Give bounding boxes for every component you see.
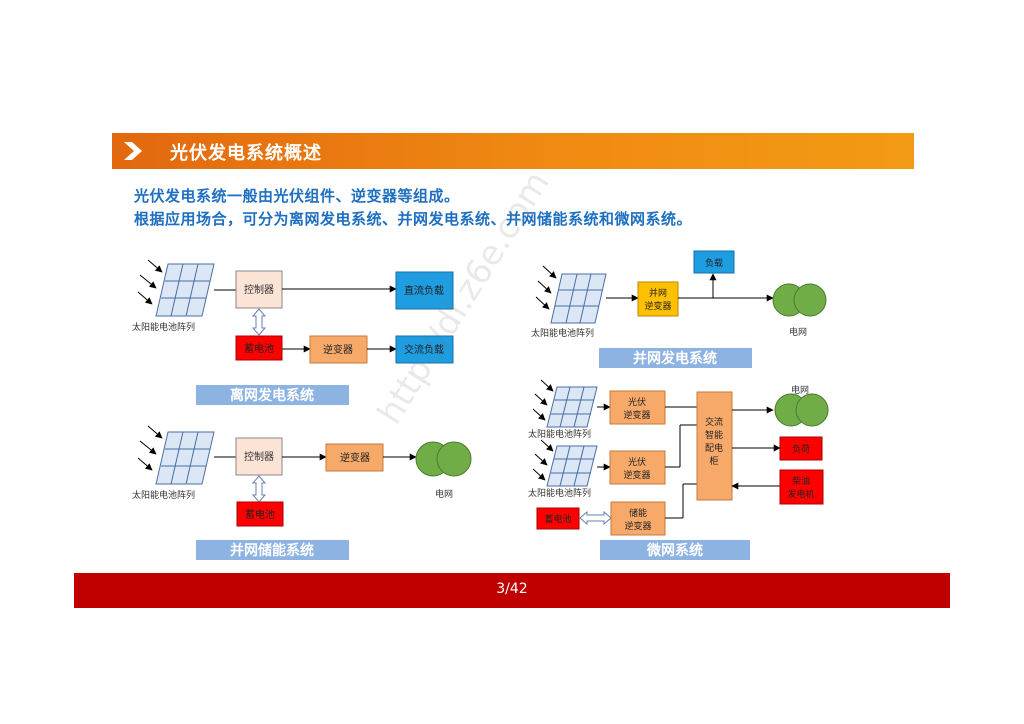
cabinet-label-2: 智能 (705, 429, 723, 441)
array-label-2: 太阳能电池阵列 (528, 487, 591, 499)
sunray-icon (535, 265, 557, 310)
controller-box (235, 437, 283, 476)
cabinet-label-4: 柜 (709, 455, 718, 467)
gridtied-diagram: 太阳能电池阵列 并网 逆变器 负载 电网 并网发电系统 (531, 250, 827, 368)
battery-box (236, 501, 284, 527)
pv-inverter-2-box (609, 450, 666, 485)
load-box (693, 250, 735, 274)
grid-label: 电网 (789, 326, 807, 338)
controller-label: 控制器 (244, 450, 274, 463)
microgrid-diagram: 太阳能电池阵列 光伏 逆变器 太阳能电池阵列 光伏 逆变器 蓄电池 储能 (528, 379, 829, 560)
grid-label: 电网 (435, 488, 453, 500)
grid-label: 电网 (791, 384, 809, 396)
gridtied-caption-box (599, 348, 752, 368)
grid-icon (772, 283, 827, 317)
chevron-right-icon (124, 142, 142, 160)
offgrid-diagram: 太阳能电池阵列 控制器 直流负载 蓄电池 逆变器 交流负载 离网发电系统 (132, 259, 454, 405)
inverter-label: 逆变器 (323, 343, 353, 356)
double-arrow-icon (251, 475, 267, 503)
solar-panel-icon (546, 445, 598, 487)
inverter-box (325, 443, 384, 472)
pv-inverter-1-label-1: 光伏 (628, 396, 646, 408)
array-label-1: 太阳能电池阵列 (528, 428, 591, 440)
storage-inverter-box (610, 501, 666, 536)
grid-inverter-label-1: 并网 (649, 287, 667, 299)
dc-load-box (395, 271, 454, 310)
offgrid-caption: 离网发电系统 (230, 387, 314, 404)
intro-line-1: 光伏发电系统一般由光伏组件、逆变器等组成。 (134, 187, 460, 205)
diesel-label-2: 发电机 (787, 488, 814, 500)
ac-load-label: 交流负载 (404, 343, 444, 356)
diesel-box (779, 469, 824, 505)
load-box (779, 436, 823, 461)
solar-panel-icon (550, 273, 607, 324)
pv-inverter-1-label-2: 逆变器 (623, 409, 650, 421)
section-title: 光伏发电系统概述 (170, 143, 322, 164)
sunray-icon (137, 259, 163, 305)
solar-panel-icon (155, 431, 215, 485)
inverter-label: 逆变器 (340, 451, 370, 464)
battery-label: 蓄电池 (245, 508, 275, 521)
sunray-icon (137, 425, 163, 471)
grid-icon (774, 393, 829, 427)
controller-label: 控制器 (244, 283, 274, 296)
battery-box (235, 335, 283, 361)
battery-label: 蓄电池 (544, 513, 571, 525)
cabinet-label-3: 配电 (705, 442, 723, 454)
gridtied-caption: 并网发电系统 (633, 350, 717, 367)
footer-bar: 3/42 (74, 573, 950, 608)
intro-line-2: 根据应用场合，可分为离网发电系统、并网发电系统、并网储能系统和微网系统。 (134, 210, 693, 228)
pv-inverter-1-box (609, 390, 666, 425)
cabinet-label-1: 交流 (705, 416, 723, 428)
storage-diagram: 太阳能电池阵列 控制器 逆变器 电网 蓄电池 并网储能系统 (132, 425, 472, 560)
solar-panel-icon (155, 263, 215, 317)
array-label: 太阳能电池阵列 (531, 327, 594, 339)
dc-load-label: 直流负载 (404, 284, 444, 297)
page-number: 3/42 (496, 581, 528, 597)
microgrid-caption-box (600, 540, 750, 560)
ac-load-box (395, 335, 454, 364)
offgrid-caption-box (196, 385, 349, 405)
pv-inverter-2-label-1: 光伏 (628, 456, 646, 468)
sunray-icon (532, 439, 554, 481)
array-label: 太阳能电池阵列 (132, 489, 195, 501)
grid-icon (415, 441, 472, 477)
storage-inverter-label-2: 逆变器 (624, 520, 651, 532)
storage-caption: 并网储能系统 (230, 542, 314, 559)
storage-inverter-label-1: 储能 (629, 507, 647, 519)
sunray-icon (532, 379, 554, 421)
cabinet-box (696, 391, 733, 501)
grid-inverter-box (637, 281, 679, 317)
battery-label: 蓄电池 (244, 342, 274, 355)
pv-inverter-2-label-2: 逆变器 (623, 469, 650, 481)
storage-caption-box (196, 540, 349, 560)
load-label: 负载 (705, 257, 723, 269)
load-label: 负荷 (792, 443, 810, 455)
double-arrow-icon (579, 510, 612, 526)
double-arrow-icon (251, 308, 267, 336)
section-header-bar: 光伏发电系统概述 (112, 133, 914, 169)
solar-panel-icon (546, 386, 598, 428)
microgrid-caption: 微网系统 (646, 542, 703, 559)
grid-inverter-label-2: 逆变器 (644, 300, 671, 312)
battery-box (536, 507, 580, 530)
diesel-label-1: 柴油 (792, 475, 810, 487)
array-label: 太阳能电池阵列 (132, 321, 195, 333)
